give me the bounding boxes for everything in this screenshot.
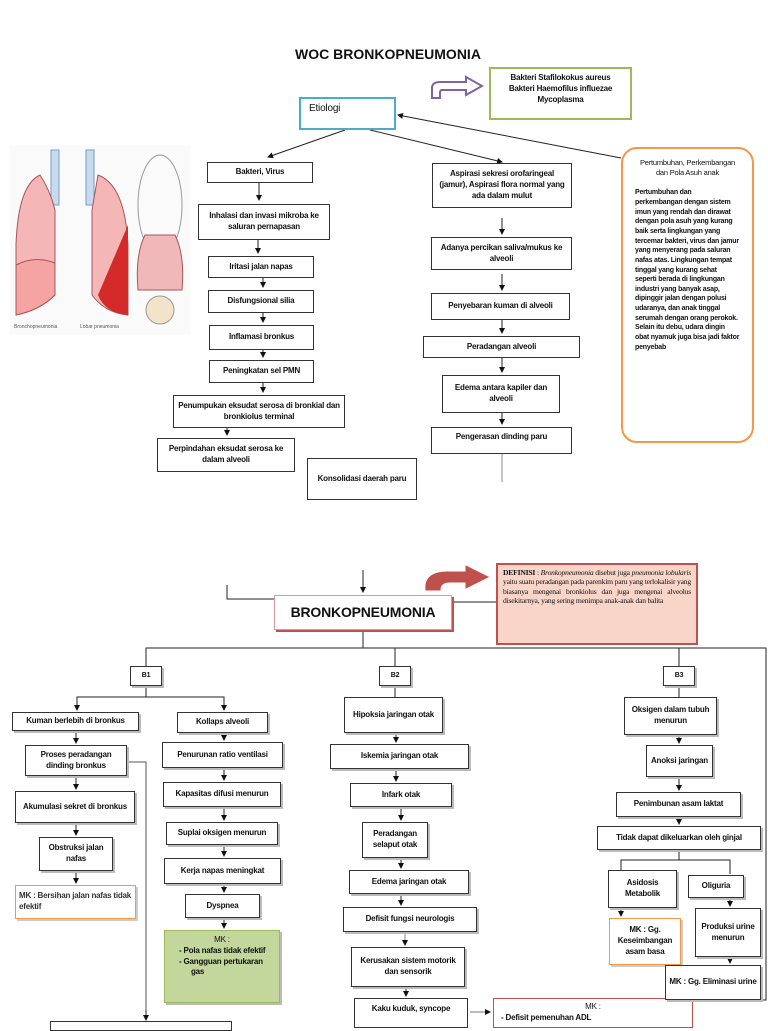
flow-box: Pengerasan dinding paru: [431, 427, 572, 454]
cause-item: Bakteri Haemofilus influezae: [508, 83, 613, 93]
flow-box: Bakteri, Virus: [207, 162, 313, 183]
flow-box: Aspirasi sekresi orofaringeal (jamur), A…: [432, 163, 572, 208]
b2-label: B2: [379, 666, 411, 686]
mk-item: - Pola nafas tidak efektif: [179, 945, 266, 955]
definisi-term: Bronkopneumonia: [540, 568, 594, 577]
flow-box: Penumpukan eksudat serosa di bronkial da…: [173, 395, 345, 428]
flow-box: Peradangan selaput otak: [362, 822, 428, 858]
flow-box: Disfungsional silia: [208, 290, 314, 313]
flow-box: Iskemia jaringan otak: [330, 744, 469, 769]
page-title: WOC BRONKOPNEUMONIA: [295, 46, 481, 62]
flow-box: Kaku kuduk, syncope: [354, 998, 468, 1028]
flow-box: Inhalasi dan invasi mikroba ke saluran p…: [198, 204, 330, 240]
flow-box: Infark otak: [350, 783, 452, 807]
growth-box: Pertumbuhan, Perkembangan dan Pola Asuh …: [621, 147, 754, 443]
flow-box: Oliguria: [688, 875, 744, 898]
mk-bersihan-box: MK : Bersihan jalan nafas tidak efektif: [15, 885, 136, 919]
flow-box: Dyspnea: [185, 894, 260, 918]
mk-adl-box: MK : - Defisit pemenuhan ADL: [493, 998, 693, 1028]
flow-box: Kerusakan sistem motorik dan sensorik: [351, 947, 465, 987]
definisi-mid: disebut juga: [593, 568, 632, 577]
definisi-text: DEFINISI : Bronkopneumonia disebut juga …: [503, 568, 691, 606]
mk-item-text: Pola nafas tidak efektif: [183, 945, 266, 955]
mk-pola-nafas-box: MK : - Pola nafas tidak efektif - Ganggu…: [164, 930, 280, 1003]
growth-body: Pertumbuhan dan perkembangan dengan sist…: [635, 189, 740, 351]
flow-box: Penyebaran kuman di alveoli: [431, 293, 570, 320]
cause-item: Bakteri Stafilokokus aureus: [510, 73, 611, 82]
flow-box: Kapasitas difusi menurun: [163, 782, 281, 807]
mk-head: MK :: [585, 1002, 601, 1011]
flow-box: Konsolidasi daerah paru: [307, 458, 417, 500]
flow-box: Kollaps alveoli: [177, 712, 268, 733]
lung-illustration: Bronchopneumonia Lobar pneumonia: [10, 145, 190, 335]
mk-item-text: Gangguan pertukaran gas: [183, 956, 264, 977]
growth-title: Pertumbuhan, Perkembangan dan Pola Asuh …: [639, 158, 736, 178]
flow-box: Hipoksia jaringan otak: [344, 697, 443, 733]
flow-box: Asidosis Metabolik: [608, 870, 677, 908]
flow-box: Tidak dapat dikeluarkan oleh ginjal: [597, 826, 761, 850]
definisi-label: DEFINISI: [503, 568, 536, 577]
flow-box: Peningkatan sel PMN: [209, 360, 314, 383]
flow-box: Iritasi jalan napas: [208, 256, 314, 278]
flow-box: Kuman berlebih di bronkus: [12, 712, 139, 731]
definisi-sep: :: [535, 568, 541, 577]
etiologi-box: Etiologi: [299, 97, 396, 130]
flow-box: Proses peradangan dinding bronkus: [25, 745, 127, 776]
flow-box: Oksigen dalam tubuh menurun: [624, 697, 717, 735]
main-title-box: BRONKOPNEUMONIA: [274, 595, 452, 630]
flow-box: Adanya percikan saliva/mukus ke alveoli: [431, 237, 572, 270]
flow-box: Edema jaringan otak: [349, 870, 469, 894]
mk-item: - Gangguan pertukaran gas: [179, 956, 264, 977]
flow-box: Penimbunan asam laktat: [616, 792, 741, 817]
flow-box: Perpindahan eksudat serosa ke dalam alve…: [157, 438, 295, 472]
b1-label: B1: [130, 666, 162, 686]
image-label-bronchopneumonia: Bronchopneumonia: [14, 324, 58, 330]
flow-box: Suplai oksigen menurun: [166, 822, 278, 845]
flow-box: Produksi urine menurun: [695, 908, 761, 957]
b3-label: B3: [663, 666, 695, 686]
definisi-box: DEFINISI : Bronkopneumonia disebut juga …: [496, 563, 698, 645]
flow-box: Obstruksi jalan nafas: [39, 837, 113, 871]
causes-box: Bakteri Stafilokokus aureus Bakteri Haem…: [489, 67, 632, 120]
definisi-rest: yaitu suatu peradangan pada parenkim par…: [503, 577, 691, 606]
mk-eliminasi-box: MK : Gg. Eliminasi urine: [665, 965, 761, 1000]
flow-box: Kerja napas meningkat: [164, 858, 281, 884]
flow-box: Peradangan alveoli: [423, 336, 580, 358]
flow-box: Edema antara kapiler dan alveoli: [442, 375, 560, 413]
flow-box: Anoksi jaringan: [646, 745, 713, 777]
flow-box: Defisit fungsi neurologis: [343, 907, 477, 932]
image-label-lobar: Lobar pneumonia: [80, 324, 119, 330]
mk-keseimbangan-box: MK : Gg. Keseimbangan asam basa: [609, 918, 681, 965]
flow-box: Penurunan ratio ventilasi: [162, 742, 283, 768]
flow-box-cut: [50, 1021, 232, 1031]
mk-item: - Defisit pemenuhan ADL: [501, 1012, 592, 1022]
mk-head: MK :: [214, 935, 230, 944]
definisi-term: pneumonia lobularis: [631, 568, 692, 577]
connector-arrows: [73, 75, 767, 1021]
cause-item: Mycoplasma: [537, 94, 584, 104]
flow-box: Inflamasi bronkus: [209, 325, 314, 350]
flow-box: Akumulasi sekret di bronkus: [15, 791, 135, 823]
